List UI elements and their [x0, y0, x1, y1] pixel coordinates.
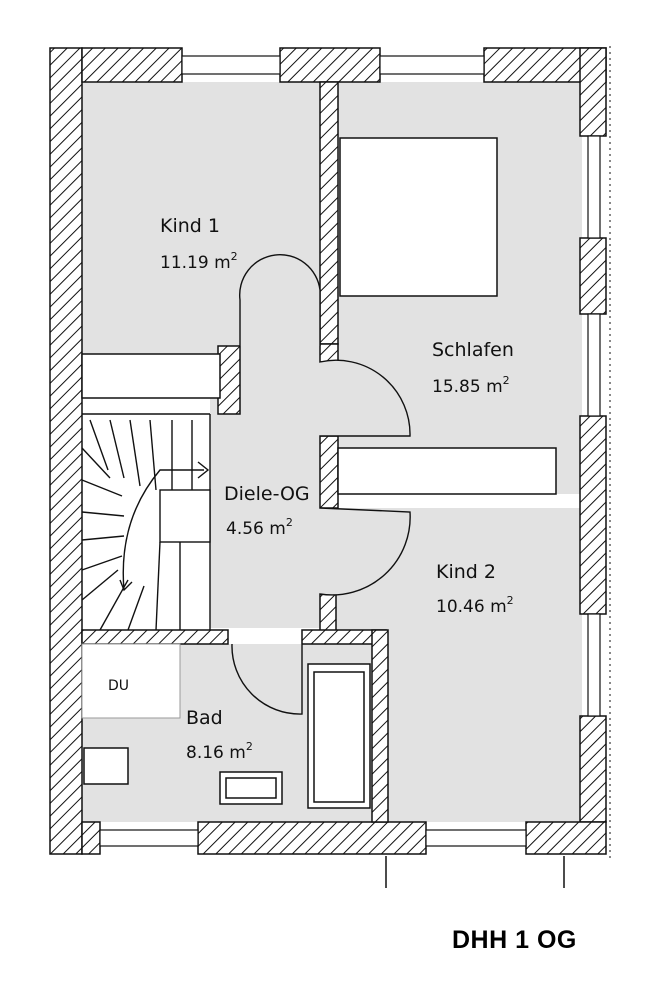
room-area-bad: 8.16 m2	[186, 740, 253, 763]
room-name-schlafen: Schlafen	[432, 339, 514, 361]
window-bottom-2	[425, 829, 527, 847]
staircase	[81, 413, 211, 631]
wall-kind1-stub	[217, 345, 241, 415]
window-right-3	[587, 613, 601, 717]
window-right-2	[587, 313, 601, 417]
window-top-1	[181, 55, 281, 75]
windows	[99, 55, 601, 847]
wall-left	[49, 47, 83, 855]
wardrobe-kind1	[81, 353, 221, 399]
window-top-2	[379, 55, 485, 75]
furniture	[81, 137, 557, 809]
wall-schlafen-kind2	[319, 435, 339, 509]
room-name-bad: Bad	[186, 707, 223, 729]
doors	[231, 253, 411, 715]
toilet-inner	[225, 777, 277, 799]
room-area-kind1: 11.19 m2	[160, 250, 238, 273]
wall-kind1-schlafen	[319, 81, 339, 345]
wall-bad-right	[371, 629, 389, 823]
room-area-diele: 4.56 m2	[226, 516, 293, 539]
door-schlafen	[319, 359, 411, 437]
washbasin	[83, 747, 129, 785]
wall-right-mid1	[579, 237, 607, 315]
wall-bottom-left	[81, 821, 101, 855]
wardrobe-kind2	[337, 447, 557, 495]
window-right-1	[587, 135, 601, 239]
room-name-kind2: Kind 2	[436, 561, 496, 583]
wall-top-middle	[279, 47, 381, 83]
wall-right-top	[579, 47, 607, 137]
door-bad	[231, 643, 303, 715]
plan-title: DHH 1 OG	[452, 926, 577, 954]
room-name-kind1: Kind 1	[160, 215, 220, 237]
wall-top-left	[81, 47, 183, 83]
room-name-diele: Diele-OG	[224, 483, 310, 505]
wall-right-bottom	[579, 715, 607, 823]
door-kind2	[319, 507, 411, 596]
wall-right-mid2	[579, 415, 607, 615]
stair-newel	[159, 489, 211, 543]
shower-label: DU	[108, 678, 129, 694]
bathtub-inner	[313, 671, 365, 803]
room-labels: Kind 1 11.19 m2 Schlafen 15.85 m2 Diele-…	[108, 215, 514, 763]
bed	[339, 137, 498, 297]
wall-bottom-right	[525, 821, 607, 855]
toilet	[219, 771, 283, 805]
door-kind1	[238, 253, 321, 346]
dimension-marks	[385, 46, 611, 888]
wall-schlafen-corner	[319, 343, 339, 363]
interior-walls	[81, 81, 389, 823]
room-area-schlafen: 15.85 m2	[432, 374, 510, 397]
wall-stair-bottom	[81, 629, 229, 645]
room-area-kind2: 10.46 m2	[436, 594, 514, 617]
wall-bottom-mid	[197, 821, 427, 855]
shower-tray	[81, 643, 181, 719]
window-bottom-1	[99, 829, 199, 847]
bathtub	[307, 663, 371, 809]
exterior-walls	[49, 47, 607, 855]
